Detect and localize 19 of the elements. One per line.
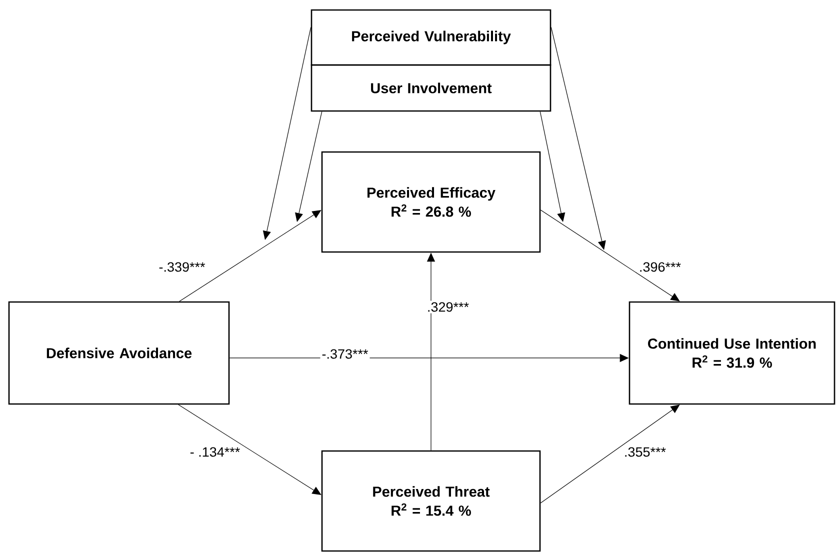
moderator-box: Perceived Vulnerability xyxy=(310,9,552,66)
edge-label: .329*** xyxy=(425,300,471,314)
edge-label: -.373*** xyxy=(320,348,370,360)
arrow xyxy=(179,210,322,302)
edge-label: - .134*** xyxy=(188,446,242,458)
construct-box: Defensive Avoidance xyxy=(8,301,230,405)
moderator-box: User Involvement xyxy=(310,64,552,112)
moderation-arrow xyxy=(295,111,322,222)
edge-label: -.339*** xyxy=(157,260,207,274)
construct-box: Perceived Threat R$^{2}$ = 15.4 % xyxy=(321,450,541,552)
arrow xyxy=(178,404,322,495)
arrow xyxy=(540,404,680,504)
arrow xyxy=(540,210,680,302)
moderation-arrow xyxy=(550,27,606,250)
edge-label: .355*** xyxy=(622,446,668,458)
construct-box: Perceived Efficacy R$^{2}$ = 26.8 % xyxy=(321,151,541,253)
edge-label: .396*** xyxy=(637,260,683,274)
construct-box: Continued Use Intention R$^{2}$ = 31.9 % xyxy=(628,301,836,405)
moderation-arrow xyxy=(540,111,566,222)
